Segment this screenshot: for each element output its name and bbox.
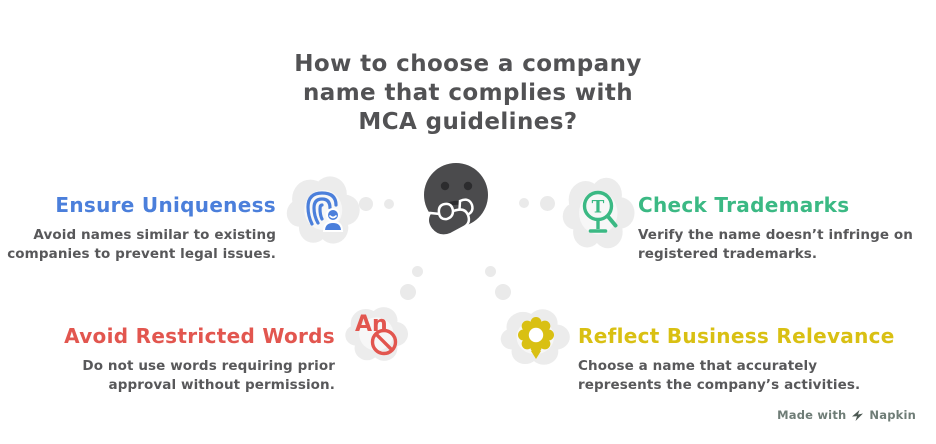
thinking-face-svg [424, 163, 488, 237]
thought-dot [495, 284, 511, 300]
svg-text:T: T [592, 198, 605, 218]
thought-dot [400, 284, 416, 300]
section-avoid-restricted-words: Avoid Restricted Words Do not use words … [20, 324, 335, 395]
thought-dot [359, 197, 373, 211]
thought-dot [519, 198, 529, 208]
cloud-check-trademarks: T [562, 172, 636, 254]
thought-dot [485, 266, 496, 277]
cloud-avoid-restricted-words: An [344, 302, 410, 366]
made-with-napkin-badge: Made with Napkin [777, 408, 916, 422]
section-body: Avoid names similar to existing companie… [7, 227, 276, 262]
made-with-label: Made with [777, 408, 847, 422]
napkin-logo-icon [852, 409, 864, 421]
cloud-ensure-uniqueness [286, 170, 362, 250]
section-check-trademarks: Check Trademarks Verify the name doesn’t… [638, 193, 936, 264]
section-heading: Check Trademarks [638, 193, 850, 217]
section-heading: Ensure Uniqueness [55, 193, 276, 217]
brand-label: Napkin [869, 408, 916, 422]
thought-dot [384, 199, 394, 209]
gear-badge-icon [518, 317, 554, 359]
section-body: Verify the name doesn’t infringe on regi… [638, 227, 914, 262]
thought-dot [412, 266, 423, 277]
prohibited-letters-icon: An [355, 312, 398, 356]
page-title: How to choose a company name that compli… [294, 51, 642, 135]
trademark-magnifier-icon: T [582, 190, 618, 233]
section-reflect-business-relevance: Reflect Business Relevance Choose a name… [578, 324, 910, 395]
section-body: Choose a name that accurately represents… [578, 358, 861, 393]
section-heading: Avoid Restricted Words [64, 324, 335, 348]
cloud-blob [562, 177, 635, 249]
cloud-blob [345, 307, 409, 361]
section-ensure-uniqueness: Ensure Uniqueness Avoid names similar to… [0, 193, 276, 264]
svg-text:An: An [355, 312, 388, 337]
fingerprint-user-icon [306, 191, 344, 232]
thinking-face-icon [414, 161, 498, 243]
cloud-reflect-business-relevance [500, 304, 572, 370]
section-body: Do not use words requiring prior approva… [82, 358, 335, 393]
section-heading: Reflect Business Relevance [578, 324, 895, 348]
thought-dot [540, 196, 555, 211]
